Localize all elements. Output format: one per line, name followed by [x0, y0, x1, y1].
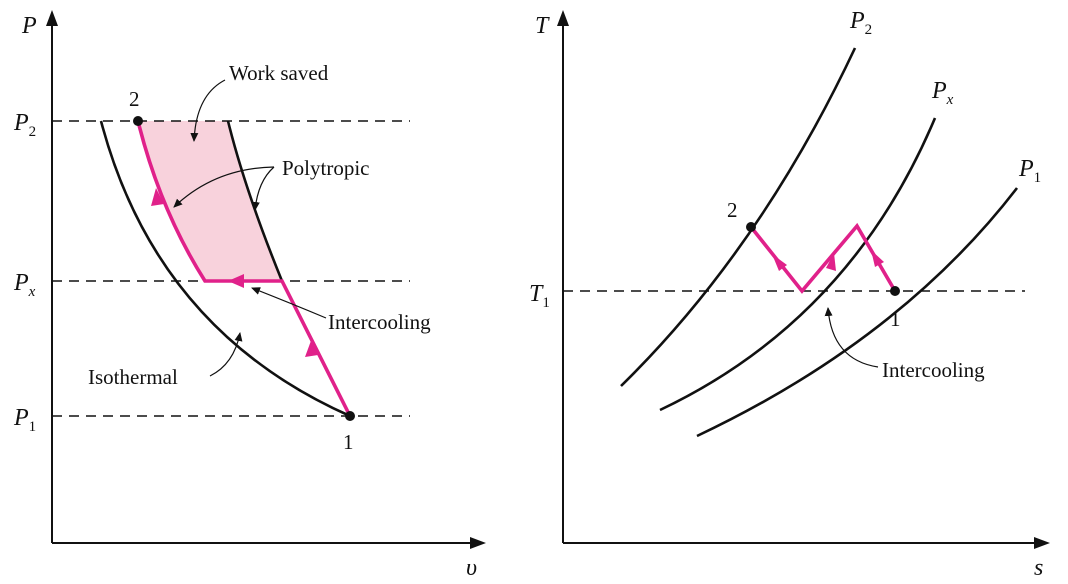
isothermal-curve — [99, 120, 351, 418]
polytropic-label: Polytropic — [282, 156, 370, 180]
isobar-p2-label: P2 — [849, 8, 872, 38]
v-axis-label: υ — [466, 555, 477, 581]
s-axis-arrowhead — [1034, 537, 1050, 549]
t-axis-label: T — [535, 13, 550, 39]
p-axis-label: P — [21, 13, 37, 39]
ts-diagram: T s T1 P2 Px P1 2 1 Intercooling — [529, 8, 1050, 581]
ts-intercooling-leader — [824, 307, 879, 368]
pv-diagram: P υ P2 Px P1 2 1 Work saved Polytropic I… — [13, 10, 486, 581]
isobar-px — [659, 117, 937, 412]
isobar-p2 — [620, 47, 857, 387]
ts-arrow-1 — [871, 250, 884, 267]
ts-arrow-2 — [826, 253, 836, 271]
isobar-px-label: Px — [931, 78, 954, 108]
ts-arrow-3 — [772, 254, 787, 271]
p2-label: P2 — [13, 110, 36, 140]
isobar-p1 — [696, 187, 1019, 438]
isobar-p1-label: P1 — [1018, 156, 1041, 186]
state-2-point — [133, 116, 143, 126]
state-2-label: 2 — [129, 87, 140, 111]
ts-state-1-point — [890, 286, 900, 296]
s-axis-label: s — [1034, 555, 1043, 581]
work-saved-region — [138, 121, 282, 281]
intercooling-leader — [251, 287, 327, 319]
intercooling-label: Intercooling — [328, 310, 431, 334]
ts-state-1-label: 1 — [890, 307, 901, 331]
polytropic-leader-a — [173, 166, 275, 208]
v-axis-arrowhead — [470, 537, 486, 549]
p-axis-arrowhead — [46, 10, 58, 26]
t1-label: T1 — [529, 281, 550, 311]
polytropic-leader-b — [251, 166, 275, 211]
ts-intercooling-label: Intercooling — [882, 358, 985, 382]
process-arrow-3 — [151, 188, 164, 206]
work-saved-label: Work saved — [229, 61, 329, 85]
isothermal-label: Isothermal — [88, 365, 178, 389]
p1-label: P1 — [13, 405, 36, 435]
process-arrow-2 — [228, 274, 244, 288]
px-label: Px — [13, 270, 36, 300]
state-1-point — [345, 411, 355, 421]
isothermal-leader — [209, 332, 243, 377]
state-1-label: 1 — [343, 430, 354, 454]
two-stage-process-path — [136, 120, 352, 417]
work-saved-leader — [190, 79, 226, 142]
t-axis-arrowhead — [557, 10, 569, 26]
process-arrow-1 — [305, 338, 318, 357]
ts-state-2-point — [746, 222, 756, 232]
polytropic-curve — [226, 120, 284, 282]
ts-state-2-label: 2 — [727, 198, 738, 222]
